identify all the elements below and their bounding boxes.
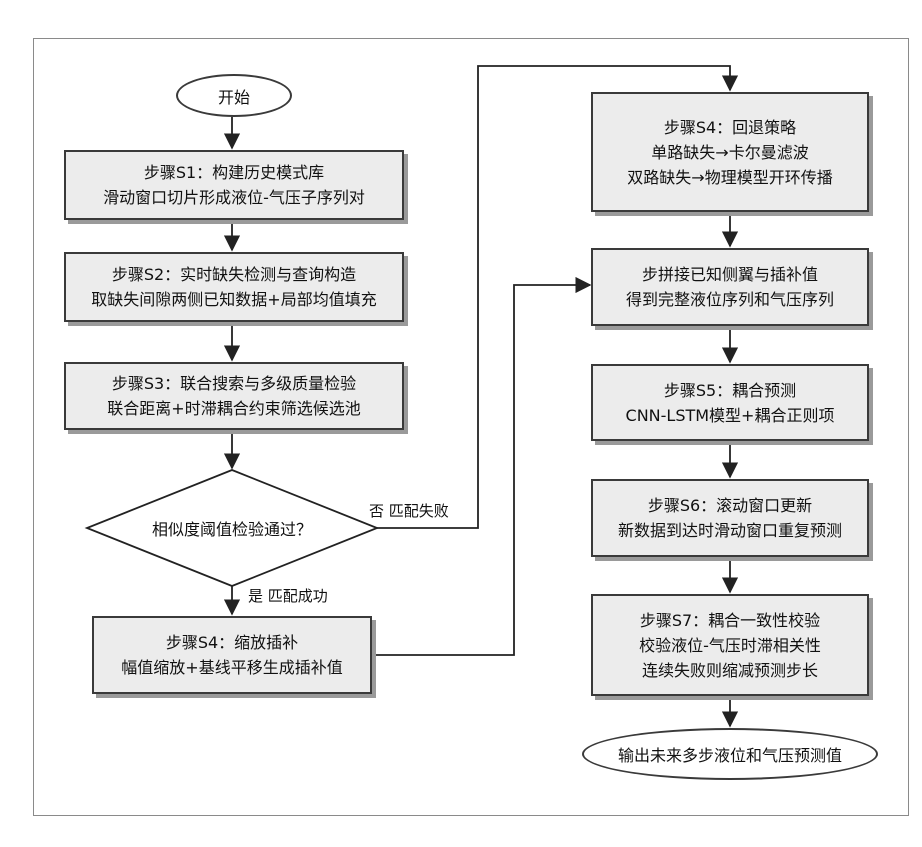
decision-text: 相似度阈值检验通过？: [132, 516, 332, 540]
yes-branch-label: 是 匹配成功: [248, 585, 328, 606]
step-s4a-desc: 幅值缩放+基线平移生成插补值: [121, 655, 342, 680]
step-s4b-title: 步骤S4：回退策略: [664, 115, 796, 140]
start-node: 开始: [176, 74, 292, 117]
step-s2-box: 步骤S2：实时缺失检测与查询构造 取缺失间隙两侧已知数据+局部均值填充: [64, 252, 404, 322]
step-s4a-box: 步骤S4：缩放插补 幅值缩放+基线平移生成插补值: [92, 616, 372, 694]
step-s1-title: 步骤S1：构建历史模式库: [144, 160, 324, 185]
step-s3-title: 步骤S3：联合搜索与多级质量检验: [112, 371, 356, 396]
no-branch-label: 否 匹配失败: [369, 500, 449, 521]
step-s1-box: 步骤S1：构建历史模式库 滑动窗口切片形成液位-气压子序列对: [64, 150, 404, 220]
arrow-s4a-splice: [372, 285, 590, 655]
step-s5-box: 步骤S5：耦合预测 CNN-LSTM模型+耦合正则项: [591, 364, 869, 441]
step-s2-desc: 取缺失间隙两侧已知数据+局部均值填充: [91, 287, 376, 312]
end-node: 输出未来多步液位和气压预测值: [582, 728, 878, 780]
step-s7-title: 步骤S7：耦合一致性校验: [640, 608, 820, 633]
splice-desc: 得到完整液位序列和气压序列: [626, 287, 834, 312]
step-s7-line1: 校验液位-气压时滞相关性: [639, 633, 821, 658]
step-s5-desc: CNN-LSTM模型+耦合正则项: [626, 403, 835, 428]
step-s7-box: 步骤S7：耦合一致性校验 校验液位-气压时滞相关性 连续失败则缩减预测步长: [591, 594, 869, 696]
step-s3-desc: 联合距离+时滞耦合约束筛选候选池: [107, 396, 360, 421]
step-s4a-title: 步骤S4：缩放插补: [166, 630, 298, 655]
step-s7-line2: 连续失败则缩减预测步长: [642, 658, 818, 683]
splice-title: 步拼接已知侧翼与插补值: [642, 262, 818, 287]
step-s3-box: 步骤S3：联合搜索与多级质量检验 联合距离+时滞耦合约束筛选候选池: [64, 362, 404, 430]
step-s6-title: 步骤S6：滚动窗口更新: [648, 493, 812, 518]
step-s4b-line1: 单路缺失→卡尔曼滤波: [651, 140, 808, 165]
splice-box: 步拼接已知侧翼与插补值 得到完整液位序列和气压序列: [591, 248, 869, 326]
step-s5-title: 步骤S5：耦合预测: [664, 378, 796, 403]
step-s1-desc: 滑动窗口切片形成液位-气压子序列对: [103, 185, 365, 210]
step-s2-title: 步骤S2：实时缺失检测与查询构造: [112, 262, 356, 287]
step-s6-box: 步骤S6：滚动窗口更新 新数据到达时滑动窗口重复预测: [591, 479, 869, 557]
step-s4b-line2: 双路缺失→物理模型开环传播: [627, 165, 832, 190]
step-s4b-box: 步骤S4：回退策略 单路缺失→卡尔曼滤波 双路缺失→物理模型开环传播: [591, 92, 869, 212]
step-s6-desc: 新数据到达时滑动窗口重复预测: [618, 518, 842, 543]
